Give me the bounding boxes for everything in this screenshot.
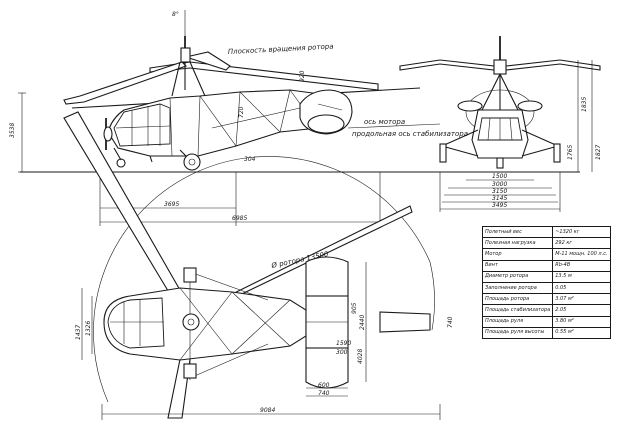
dim-top-tail-c: 4028 — [357, 349, 364, 364]
spec-row: Полетный вес~1320 кг — [481, 225, 611, 239]
front-prop-right — [517, 100, 543, 112]
dim-front-lower: 1827 — [595, 145, 602, 160]
dim-top-tail-w: 2440 — [359, 315, 366, 330]
dim-side-height: 3538 — [9, 123, 16, 138]
top-rotor-hub — [182, 313, 200, 331]
front-rotor-left — [399, 59, 495, 71]
dim-front-upper: 1835 — [581, 97, 588, 112]
dim-front-w3: 3145 — [492, 195, 507, 202]
dim-front-w0: 1500 — [492, 173, 507, 180]
label-engine-axis: ось мотора — [364, 118, 405, 126]
side-main-wheel — [183, 153, 201, 171]
front-view: 1835 1827 1765 1500 3000 3150 3145 3495 — [399, 36, 602, 212]
rotor-blade-left — [63, 61, 188, 105]
dim-top-tail-b: 740 — [318, 390, 330, 397]
dim-top-tail-w2: 905 — [351, 302, 358, 314]
front-wheel-left — [439, 143, 447, 163]
dim-side-length: 6985 — [232, 215, 247, 222]
dim-front-mid: 1765 — [567, 145, 574, 160]
dim-side-nose: 3695 — [164, 201, 179, 208]
rotor-blade-rear — [183, 51, 231, 71]
top-rotor-circle — [93, 156, 431, 403]
dim-front-w2: 3150 — [492, 188, 507, 195]
dim-top-total: 9084 — [260, 407, 275, 414]
dim-side-hub: 720 — [238, 106, 245, 118]
dim-top-fin: 740 — [447, 316, 454, 328]
dim-top-small2: 300 — [336, 349, 348, 356]
dim-top-fuse-w: 1326 — [85, 321, 92, 336]
side-nose-wheel — [116, 158, 126, 168]
dim-front-w4: 3495 — [492, 202, 507, 209]
side-view: 3538 3695 6985 304 720 920 8° Плоскость … — [9, 10, 580, 226]
top-view: 1326 1437 2440 905 740 9084 600 740 4028… — [63, 111, 454, 420]
top-stabilizer-left — [305, 256, 349, 297]
dim-side-angle: 8° — [172, 11, 179, 18]
front-wheel-right — [553, 143, 561, 163]
dim-top-small: 1590 — [336, 340, 351, 347]
label-rotor-plane: Плоскость вращения ротора — [228, 42, 334, 56]
dim-side-mast: 920 — [299, 70, 306, 82]
front-rotor-right — [505, 59, 601, 71]
top-fin — [379, 311, 431, 333]
dim-top-tail-a: 600 — [318, 382, 330, 389]
dim-top-fuse-w2: 1437 — [75, 325, 82, 340]
front-prop-left — [457, 100, 483, 112]
dim-front-w1: 3000 — [492, 181, 507, 188]
label-stabilizer-axis: продольная ось стабилизатора — [352, 130, 468, 138]
dim-side-wheel: 304 — [244, 156, 256, 163]
